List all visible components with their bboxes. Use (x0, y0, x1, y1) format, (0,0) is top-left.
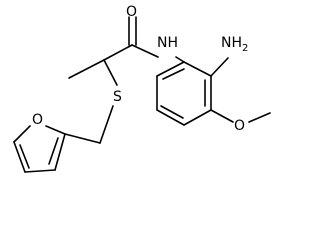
ring-bond-c1-c2 (183, 61, 212, 77)
ring-bond-c6-c1 (156, 61, 185, 77)
atom-label-carbonyl-oxygen: O (126, 4, 137, 20)
furan-bond-c3-c2 (54, 133, 66, 171)
atom-label-amine-group: NH2 (221, 35, 248, 54)
chemical-structure-diagram: O NH NH2 S O O (13, 4, 271, 173)
ring-bond-c6-c1-inner (162, 68, 185, 80)
bond-carbonyl-c-to-n (131, 44, 159, 58)
atom-label-amide-nitrogen: NH (157, 35, 178, 51)
bond-n-to-ring (175, 56, 185, 63)
atom-label-methoxy-oxygen: O (234, 118, 245, 134)
furan-ring-bonds (13, 125, 66, 173)
benzene-ring-bonds (156, 57, 271, 126)
atom-label-sulfur: S (113, 89, 122, 105)
bond-ring-to-methoxy-o (210, 109, 234, 123)
furan-bond-c3-c2-inner (48, 137, 59, 165)
amine-nh-text: NH (221, 35, 242, 51)
bond-s-to-ch2 (99, 105, 114, 144)
atom-label-furan-oxygen: O (32, 112, 43, 128)
bond-ch2-to-furan (64, 133, 101, 144)
amide-chain-bonds (64, 16, 185, 144)
amine-subscript-text: 2 (242, 43, 248, 54)
ring-bond-c3-c4 (183, 109, 212, 126)
bond-alpha-c-to-methyl (68, 59, 105, 79)
ring-bond-c4-c5-inner (160, 105, 184, 119)
furan-bond-c5-c4-inner (19, 144, 30, 169)
furan-bond-c5-c4 (13, 141, 26, 173)
furan-bond-c2-o (45, 125, 66, 135)
bond-ring-to-amine (210, 57, 229, 77)
bond-carbonyl-c-to-alpha-c (103, 44, 133, 61)
bond-alpha-c-to-s (103, 59, 118, 86)
bond-methoxy-o-to-methyl (248, 112, 271, 123)
atom-labels: O NH NH2 S O O (32, 4, 248, 134)
furan-bond-o-c5 (13, 125, 31, 143)
ring-bond-c4-c5 (156, 109, 185, 126)
furan-bond-c4-c3 (24, 169, 56, 173)
